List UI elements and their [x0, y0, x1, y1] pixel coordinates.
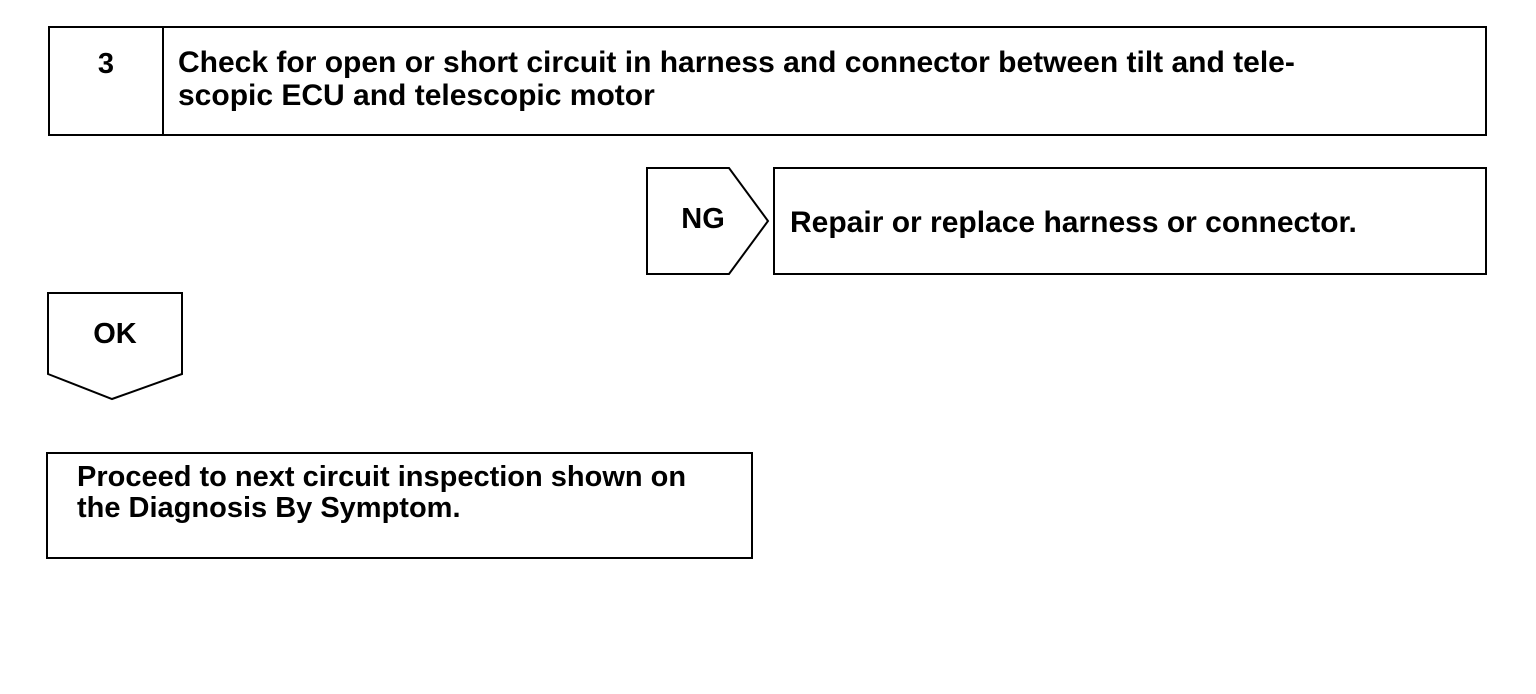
- step-title: Check for open or short circuit in harne…: [178, 46, 1295, 112]
- ok-action-text: Proceed to next circuit inspection shown…: [77, 461, 687, 524]
- ng-arrow-outline: [646, 167, 770, 275]
- ng-action-box: Repair or replace harness or connector.: [773, 167, 1487, 275]
- ok-action-box: Proceed to next circuit inspection shown…: [46, 452, 753, 559]
- step-number: 3: [50, 28, 164, 134]
- ok-arrow-outline: [47, 292, 183, 401]
- ng-action-text: Repair or replace harness or connector.: [790, 206, 1357, 239]
- ok-label: OK: [93, 318, 137, 350]
- step-box: 3 Check for open or short circuit in har…: [48, 26, 1487, 136]
- ng-label: NG: [681, 203, 725, 235]
